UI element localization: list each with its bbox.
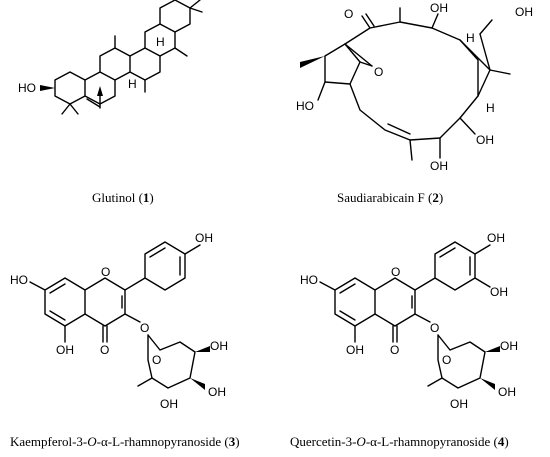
saudiarabicain-epoxide-o: O [374,65,383,79]
quercetin-keto-o: O [390,343,399,357]
glutinol-structure [40,0,203,115]
saudiarabicain-h-label-2: H [486,101,495,115]
saudiarabicain-ho-label: HO [296,99,314,113]
caption-glutinol: Glutinol (1) [92,190,154,205]
saudiarabicain-ketone-o: O [344,7,353,21]
saudiarabicain-oh-label-3: OH [430,159,448,173]
saudiarabicain-structure [300,7,511,161]
kaempferol-oh-sugar-3: OH [160,397,178,411]
glutinol-ho-label: HO [18,81,36,95]
kaempferol-oh-sugar-1: OH [210,339,228,353]
quercetin-oh-top-2: OH [490,285,508,299]
kaempferol-link-o: O [140,321,149,335]
glutinol-h-label-1: H [128,77,137,91]
saudiarabicain-oh-label-1: OH [430,1,448,15]
caption-quercetin: Quercetin-3-O-α-L-rhamnopyranoside (4) [290,434,509,449]
kaempferol-structure [29,241,210,390]
quercetin-sugar-o: O [442,353,451,367]
kaempferol-keto-o: O [100,343,109,357]
saudiarabicain-oh-label-2: OH [515,5,533,19]
kaempferol-ring-o: O [101,265,110,279]
kaempferol-oh-sugar-2: OH [208,385,226,399]
kaempferol-oh-top: OH [195,231,213,245]
quercetin-structure [319,241,500,390]
caption-saudiarabicain: Saudiarabicain F (2) [337,190,443,205]
saudiarabicain-oh-label-4: OH [476,133,494,147]
glutinol-h-label-2: H [156,35,165,49]
quercetin-oh-sugar-1: OH [500,339,518,353]
quercetin-ho-left: HO [300,273,318,287]
caption-kaempferol: Kaempferol-3-O-α-L-rhamnopyranoside (3) [10,434,240,449]
kaempferol-ho-left: HO [10,273,28,287]
kaempferol-oh-5: OH [56,343,74,357]
saudiarabicain-h-label-1: H [466,31,475,45]
kaempferol-sugar-o: O [152,353,161,367]
quercetin-oh-5: OH [346,343,364,357]
quercetin-ring-o: O [391,265,400,279]
quercetin-link-o: O [430,321,439,335]
quercetin-oh-sugar-2: OH [498,385,516,399]
quercetin-oh-sugar-3: OH [450,397,468,411]
quercetin-oh-top-1: OH [487,231,505,245]
